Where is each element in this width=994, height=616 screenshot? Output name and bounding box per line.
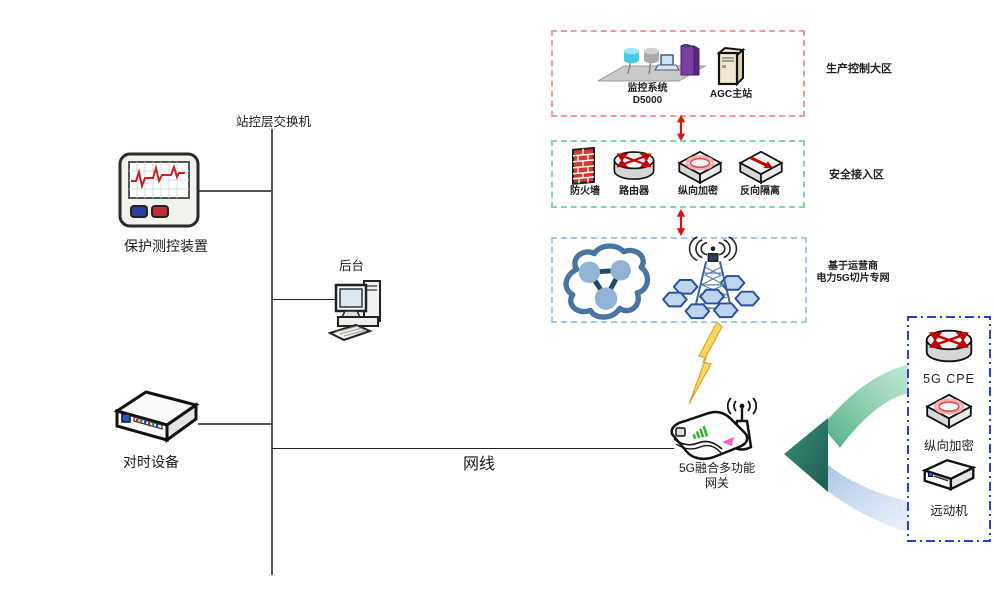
router-icon <box>923 326 975 367</box>
agc-label: AGC主站 <box>709 89 753 100</box>
network-zone-box <box>551 237 807 323</box>
cable-label: 网线 <box>463 456 496 473</box>
switch-bus-line <box>271 129 273 575</box>
encryption-label: 纵向加密 <box>678 186 718 197</box>
encryption-icon <box>677 150 723 188</box>
swoosh-arrow-icon <box>776 362 911 537</box>
ethernet-cable-line <box>272 448 674 449</box>
hexagon-slices <box>661 275 761 308</box>
scada-platform-icon <box>598 44 706 84</box>
gateway-label-line1: 5G融合多功能 <box>678 461 755 475</box>
5g-gateway-icon <box>664 394 768 464</box>
updown-arrow-icon <box>674 115 688 141</box>
backend-connection-line <box>272 299 336 300</box>
encryption-icon <box>925 393 973 433</box>
production-zone-box <box>551 30 805 117</box>
5g-base-station-icon <box>658 236 768 322</box>
security-zone-label: 安全接入区 <box>829 169 884 181</box>
router-icon <box>611 148 657 184</box>
firewall-icon <box>570 145 600 185</box>
protection-connection-line <box>198 190 272 192</box>
network-zone-label: 基于运营商 电力5G切片专网 <box>806 261 900 285</box>
backend-label: 后台 <box>339 259 365 273</box>
timesync-connection-line <box>198 423 272 425</box>
isolation-icon <box>738 150 784 188</box>
backend-computer-icon <box>328 273 388 343</box>
server-tower-icon <box>716 46 746 86</box>
cpe-label: 5G CPE <box>923 372 975 386</box>
switch-bus-label: 站控层交换机 <box>236 115 312 129</box>
cloud-network-icon <box>556 240 654 324</box>
security-zone-box <box>551 140 805 208</box>
scada-label-line1: 监控系统 <box>627 83 668 94</box>
firewall-label: 防火墙 <box>570 186 600 197</box>
updown-arrow-icon <box>674 209 688 236</box>
scada-label: 监控系统 D5000 <box>600 83 695 107</box>
scada-label-line2: D5000 <box>632 95 663 106</box>
protection-device-icon <box>116 150 202 234</box>
gateway-label: 5G融合多功能 网关 <box>660 461 774 491</box>
time-sync-device-icon <box>110 384 202 448</box>
cpe-encryption-label: 纵向加密 <box>923 439 974 453</box>
router-label: 路由器 <box>619 186 649 197</box>
network-zone-label-line2: 电力5G切片专网 <box>816 273 890 284</box>
wireless-lightning-icon <box>687 322 725 408</box>
rtu-label: 远动机 <box>930 504 968 518</box>
isolation-label: 反向隔离 <box>740 186 780 197</box>
time-sync-label: 对时设备 <box>123 454 179 470</box>
network-zone-label-line1: 基于运营商 <box>828 261 878 272</box>
rtu-box-icon <box>921 456 977 498</box>
production-zone-label: 生产控制大区 <box>826 63 892 75</box>
protection-device-label: 保护测控装置 <box>124 238 208 254</box>
gateway-label-line2: 网关 <box>704 476 729 490</box>
